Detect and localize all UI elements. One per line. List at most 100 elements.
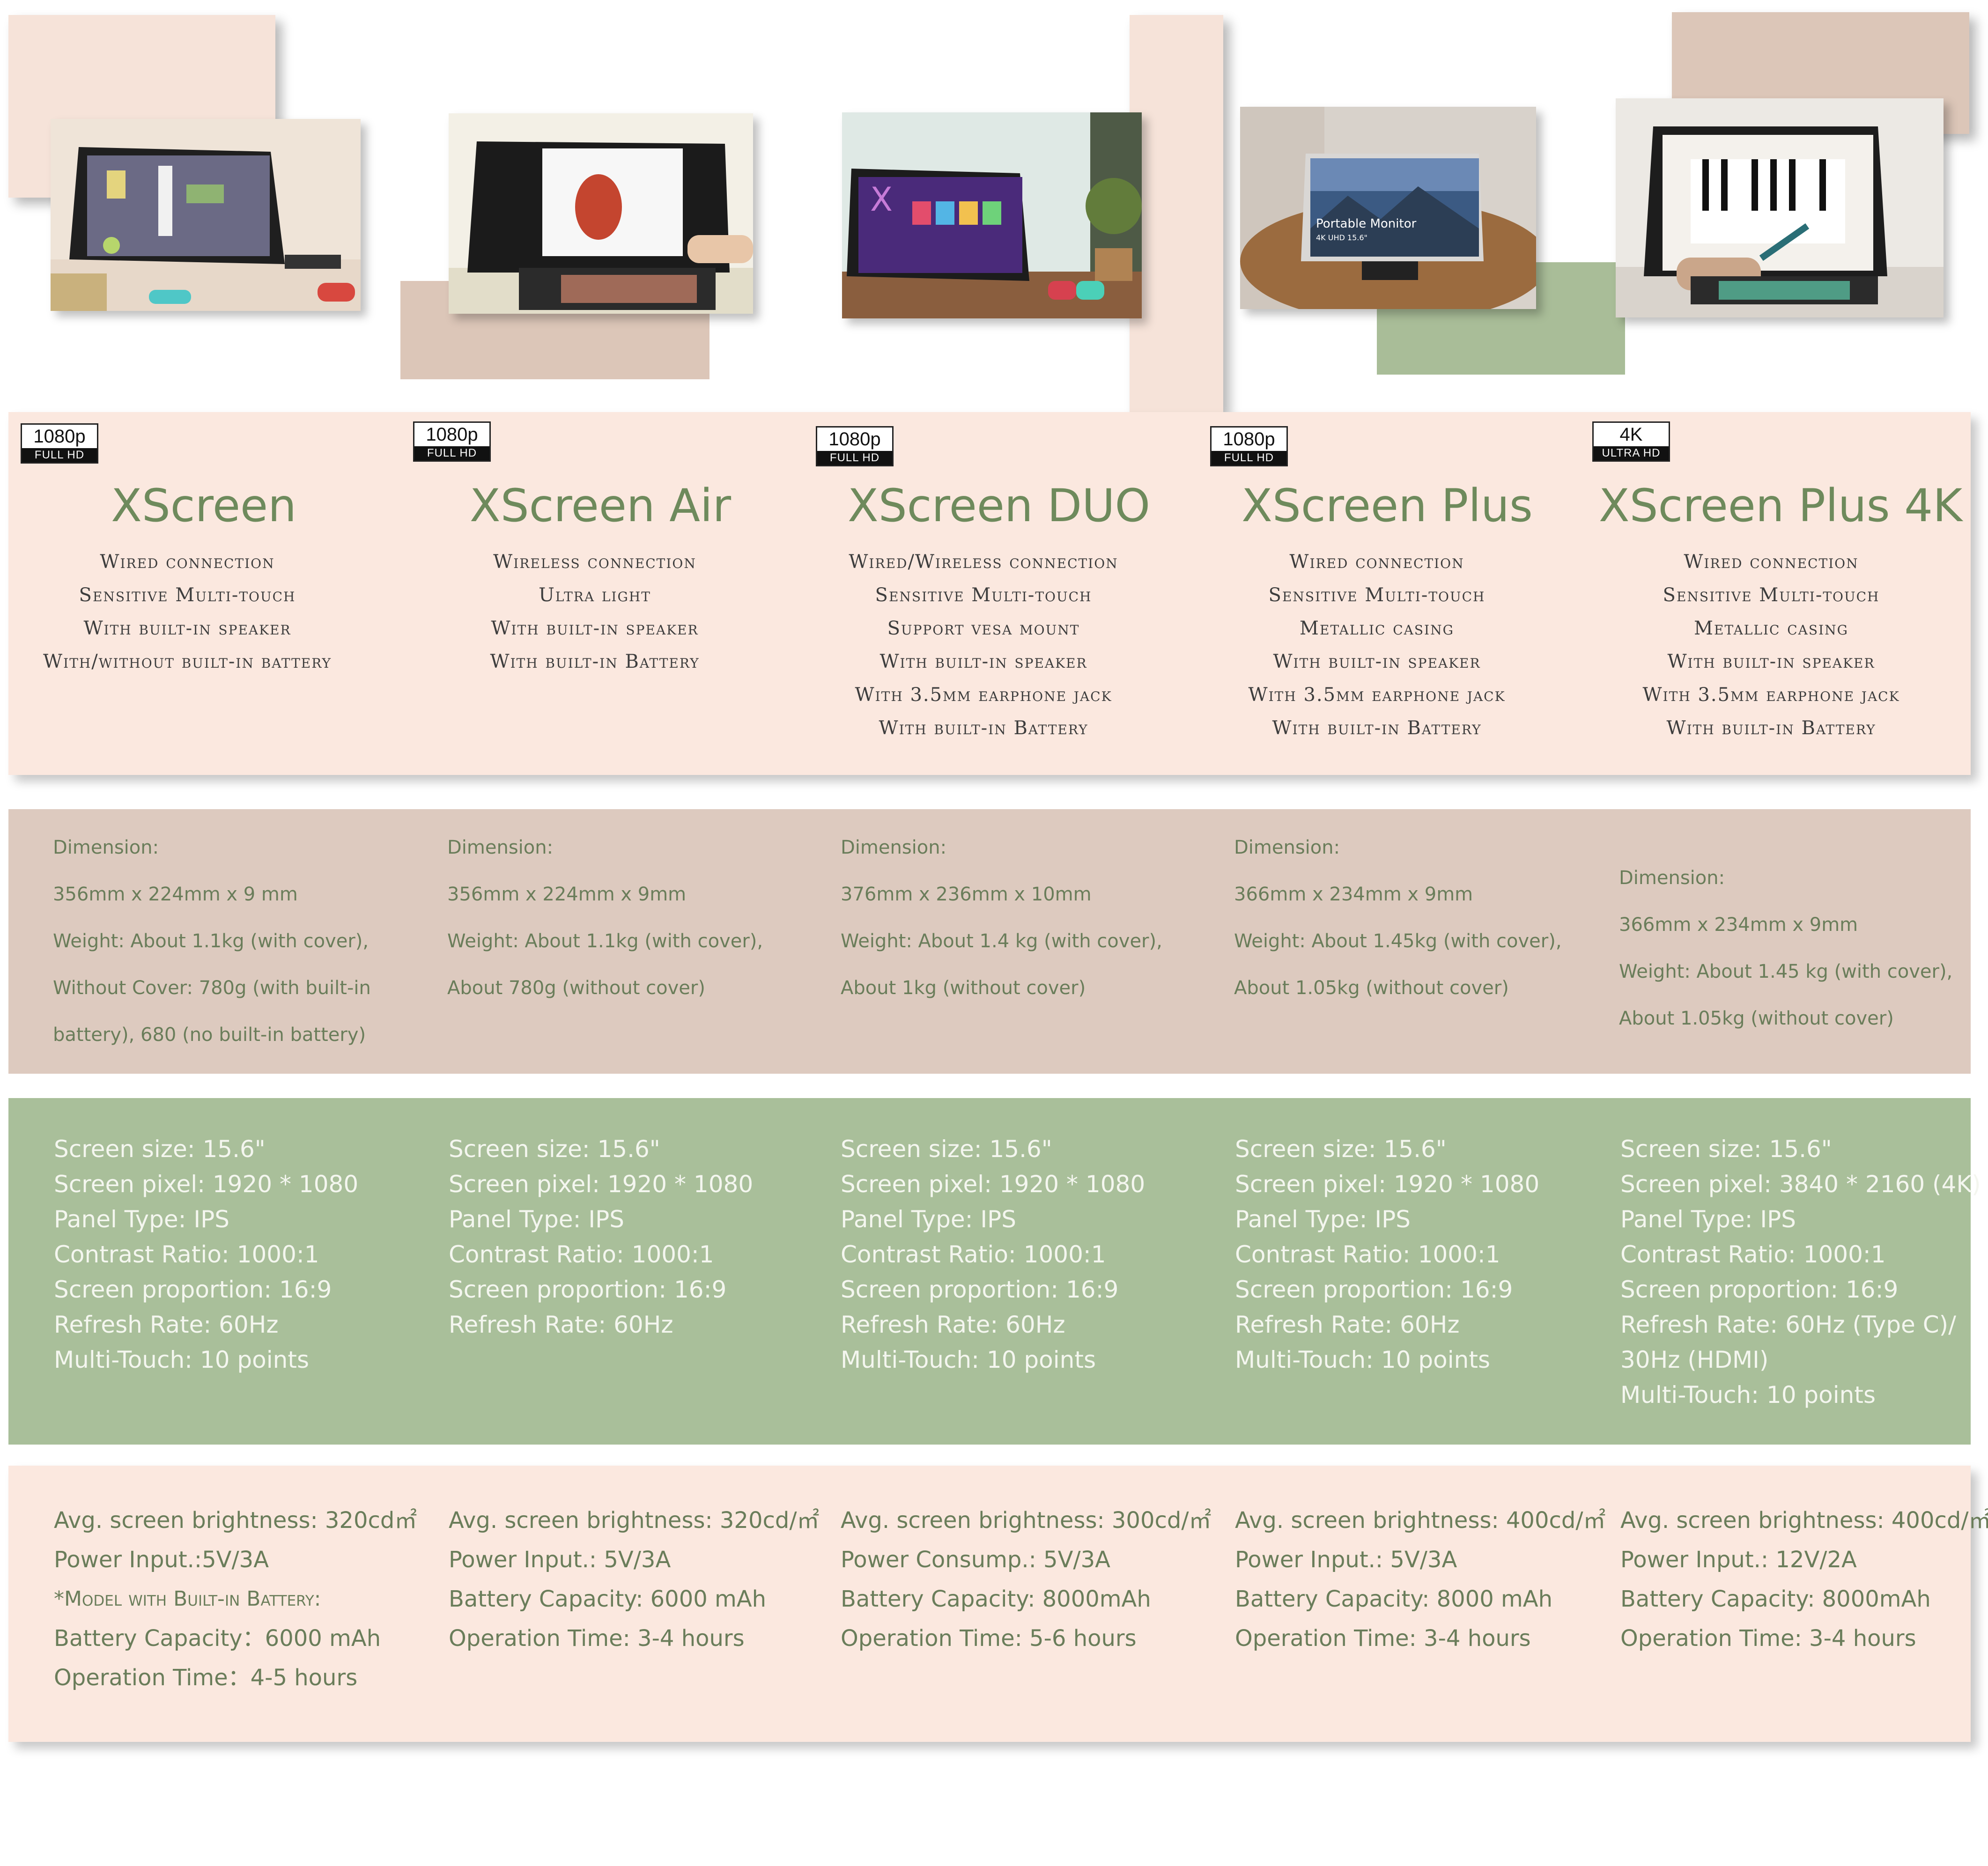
dimension-line: Dimension:	[53, 837, 159, 858]
screen-spec-xscreen: Screen size: 15.6" Screen pixel: 1920 * …	[54, 1132, 358, 1378]
power-spec-line: Operation Time：4-5 hours	[54, 1665, 358, 1691]
power-spec-line: Avg. screen brightness: 400cd/㎡	[1235, 1507, 1606, 1534]
product-photo-xscreen	[51, 119, 361, 311]
screen-spec-xscreen-air: Screen size: 15.6" Screen pixel: 1920 * …	[449, 1132, 753, 1342]
model-name-xscreen-air: XScreen Air	[469, 479, 732, 532]
features-list-xscreen: Wired connection Sensitive Multi-touch W…	[0, 546, 375, 679]
dimension-line: About 1.05kg (without cover)	[1619, 1008, 1894, 1029]
svg-text:X: X	[870, 180, 893, 219]
dimension-line: About 1.05kg (without cover)	[1234, 977, 1509, 999]
power-spec-line: Power Input.: 5V/3A	[449, 1547, 671, 1573]
screen-spec-line: 30Hz (HDMI)	[1620, 1346, 1769, 1373]
feature-item: Sensitive Multi-touch	[79, 584, 296, 606]
screen-spec-line: Refresh Rate: 60Hz	[54, 1311, 279, 1338]
dimension-line: About 1kg (without cover)	[841, 977, 1086, 999]
power-spec-band	[8, 1466, 1971, 1742]
badge-resolution: 4K	[1619, 424, 1643, 445]
features-list-xscreen-plus: Wired connection Sensitive Multi-touch M…	[1190, 546, 1564, 745]
dimension-line: Weight: About 1.1kg (with cover),	[53, 930, 369, 952]
dimension-line: Dimension:	[1234, 837, 1340, 858]
screen-spec-line: Panel Type: IPS	[54, 1206, 229, 1233]
screen-spec-line: Screen pixel: 1920 * 1080	[1235, 1171, 1540, 1198]
screen-spec-line: Contrast Ratio: 1000:1	[449, 1241, 714, 1268]
screen-spec-xscreen-plus: Screen size: 15.6" Screen pixel: 1920 * …	[1235, 1132, 1539, 1378]
dimension-spec-xscreen-duo: Dimension: 376mm x 236mm x 10mm Weight: …	[841, 824, 1162, 1011]
power-spec-line: Operation Time: 3-4 hours	[1235, 1625, 1531, 1652]
screen-spec-line: Refresh Rate: 60Hz (Type C)/	[1620, 1311, 1956, 1338]
power-spec-line: Power Input.:5V/3A	[54, 1547, 269, 1573]
dimension-line: Weight: About 1.1kg (with cover),	[447, 930, 763, 952]
features-list-xscreen-duo: Wired/Wireless connection Sensitive Mult…	[796, 546, 1171, 745]
power-spec-xscreen-plus: Avg. screen brightness: 400cd/㎡ Power In…	[1235, 1501, 1606, 1658]
dimension-line: 366mm x 234mm x 9mm	[1234, 884, 1473, 905]
model-name-xscreen-plus: XScreen Plus	[1242, 479, 1533, 532]
resolution-badge-xscreen-plus: 1080p FULL HD	[1210, 426, 1288, 466]
power-spec-xscreen-air: Avg. screen brightness: 320cd/㎡ Power In…	[449, 1501, 820, 1658]
features-list-xscreen-plus-4k: Wired connection Sensitive Multi-touch M…	[1584, 546, 1958, 745]
feature-item: With built-in speaker	[491, 618, 699, 639]
screen-spec-line: Screen size: 15.6"	[841, 1136, 1052, 1163]
feature-item: Wired connection	[1684, 551, 1859, 573]
power-spec-line: Battery Capacity: 6000 mAh	[449, 1586, 767, 1612]
feature-item: Support vesa mount	[887, 618, 1080, 639]
power-spec-xscreen-duo: Avg. screen brightness: 300cd/㎡ Power Co…	[841, 1501, 1212, 1658]
dimension-spec-xscreen: Dimension: 356mm x 224mm x 9 mm Weight: …	[53, 824, 371, 1058]
dimension-line: 356mm x 224mm x 9mm	[447, 884, 687, 905]
power-spec-line: *Model with Built-in Battery:	[54, 1587, 321, 1611]
features-list-xscreen-air: Wireless connection Ultra light With bui…	[407, 546, 782, 679]
badge-resolution: 1080p	[33, 426, 86, 447]
dimension-band	[8, 809, 1971, 1074]
power-spec-xscreen-plus-4k: Avg. screen brightness: 400cd/㎡ Power In…	[1620, 1501, 1988, 1658]
feature-item: Metallic casing	[1694, 618, 1848, 639]
screen-spec-line: Screen size: 15.6"	[1235, 1136, 1447, 1163]
feature-item: Wired connection	[1289, 551, 1464, 573]
feature-item: Sensitive Multi-touch	[875, 584, 1092, 606]
screen-spec-xscreen-plus-4k: Screen size: 15.6" Screen pixel: 3840 * …	[1620, 1132, 1981, 1413]
features-band	[8, 412, 1971, 775]
screen-spec-line: Screen size: 15.6"	[54, 1136, 266, 1163]
feature-item: With built-in Battery	[1272, 717, 1482, 739]
dimension-line: 376mm x 236mm x 10mm	[841, 884, 1092, 905]
power-spec-xscreen: Avg. screen brightness: 320cd㎡ Power Inp…	[54, 1501, 417, 1697]
dimension-line: Dimension:	[841, 837, 947, 858]
feature-item: With built-in speaker	[1273, 651, 1481, 672]
badge-label: FULL HD	[1212, 451, 1286, 465]
feature-item: Sensitive Multi-touch	[1663, 584, 1880, 606]
feature-item: Metallic casing	[1300, 618, 1454, 639]
power-spec-line: Battery Capacity: 8000 mAh	[1235, 1586, 1553, 1612]
screen-spec-line: Screen proportion: 16:9	[1235, 1276, 1513, 1303]
screen-spec-line: Multi-Touch: 10 points	[54, 1346, 309, 1373]
power-spec-line: Power Input.: 12V/2A	[1620, 1547, 1857, 1573]
screen-spec-line: Contrast Ratio: 1000:1	[1620, 1241, 1886, 1268]
badge-label: ULTRA HD	[1594, 446, 1669, 460]
dimension-line: Weight: About 1.45kg (with cover),	[1234, 930, 1562, 952]
screen-spec-line: Screen pixel: 1920 * 1080	[449, 1171, 754, 1198]
feature-item: With 3.5mm earphone jack	[1642, 684, 1900, 706]
feature-item: Wired/Wireless connection	[849, 551, 1118, 573]
screen-spec-line: Panel Type: IPS	[449, 1206, 624, 1233]
power-spec-line: Avg. screen brightness: 400cd/㎡	[1620, 1507, 1988, 1534]
dimension-line: About 780g (without cover)	[447, 977, 705, 999]
resolution-badge-xscreen-plus-4k: 4K ULTRA HD	[1592, 421, 1670, 462]
screen-spec-line: Screen proportion: 16:9	[54, 1276, 332, 1303]
screen-spec-line: Screen size: 15.6"	[1620, 1136, 1832, 1163]
dimension-spec-xscreen-air: Dimension: 356mm x 224mm x 9mm Weight: A…	[447, 824, 763, 1011]
feature-item: With built-in speaker	[83, 618, 291, 639]
screen-spec-line: Screen proportion: 16:9	[841, 1276, 1119, 1303]
model-name-xscreen: XScreen	[111, 479, 296, 532]
badge-label: FULL HD	[22, 448, 97, 462]
screen-spec-line: Screen pixel: 1920 * 1080	[54, 1171, 359, 1198]
screen-spec-line: Contrast Ratio: 1000:1	[841, 1241, 1106, 1268]
screen-spec-line: Screen proportion: 16:9	[1620, 1276, 1899, 1303]
screen-spec-band	[8, 1098, 1971, 1445]
badge-resolution: 1080p	[426, 424, 478, 445]
feature-item: With 3.5mm earphone jack	[855, 684, 1112, 706]
power-spec-line: Battery Capacity: 8000mAh	[1620, 1586, 1931, 1612]
screen-spec-line: Screen size: 15.6"	[449, 1136, 660, 1163]
deco-rect-3	[1130, 15, 1223, 412]
screen-spec-line: Contrast Ratio: 1000:1	[54, 1241, 319, 1268]
feature-item: Wired connection	[100, 551, 275, 573]
screen-spec-line: Multi-Touch: 10 points	[1620, 1381, 1876, 1409]
dimension-spec-xscreen-plus: Dimension: 366mm x 234mm x 9mm Weight: A…	[1234, 824, 1562, 1011]
dimension-line: Dimension:	[447, 837, 554, 858]
